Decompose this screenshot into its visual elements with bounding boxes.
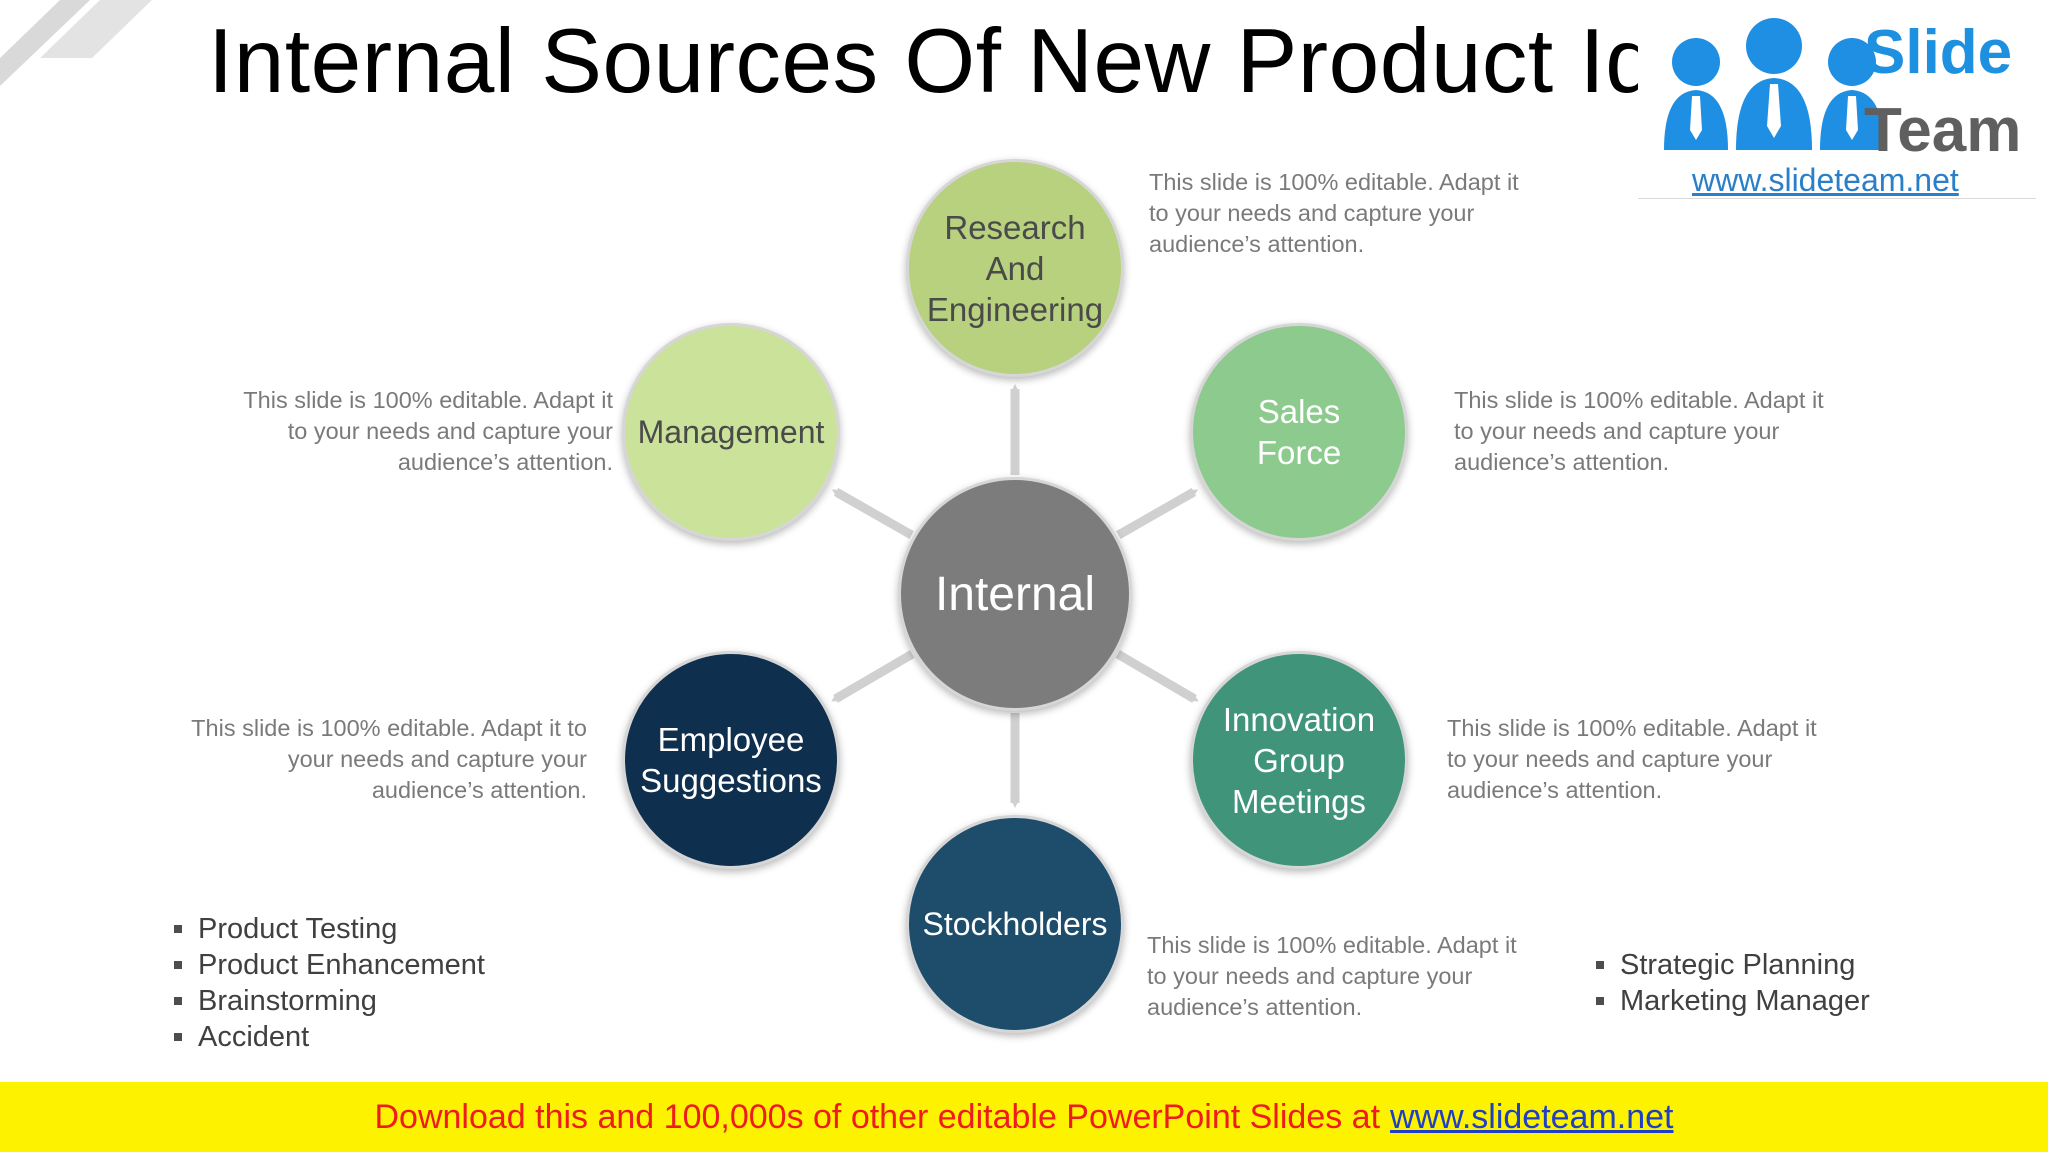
connector-arrows: [831, 384, 1199, 808]
bullet-item: Marketing Manager: [1592, 983, 1870, 1019]
node-label-management: Management: [637, 413, 825, 450]
arrow-to-employee: [831, 650, 915, 703]
logo-url-link[interactable]: www.slideteam.net: [1692, 162, 1959, 198]
slideteam-logo: Slide Team www.slideteam.net: [1638, 0, 2036, 199]
node-label-stockholders: Stockholders: [922, 905, 1108, 942]
description-management: This slide is 100% editable. Adapt it to…: [243, 387, 613, 475]
node-label-innovation: Innovation Group Meetings: [1222, 700, 1376, 820]
logo-word-slide: Slide: [1864, 18, 2013, 87]
description-innovation: This slide is 100% editable. Adapt it to…: [1447, 715, 1817, 803]
bullet-list-right: Strategic Planning Marketing Manager: [1592, 947, 1870, 1019]
corner-stripes-decoration: [0, 0, 152, 86]
logo-word-team: Team: [1864, 96, 2022, 165]
bullet-item: Product Testing: [170, 911, 485, 947]
node-label-research: Research And Engineering: [926, 208, 1104, 328]
center-node: Internal: [898, 477, 1132, 711]
description-sales-force: This slide is 100% editable. Adapt it to…: [1454, 387, 1824, 475]
bullet-item: Accident: [170, 1019, 485, 1055]
node-sales-force: Sales Force: [1190, 323, 1408, 541]
node-management: Management: [622, 323, 840, 541]
description-employee-suggestions: This slide is 100% editable. Adapt it to…: [191, 715, 587, 803]
description-research: This slide is 100% editable. Adapt it to…: [1149, 169, 1519, 257]
bullet-item: Product Enhancement: [170, 947, 485, 983]
center-node-label: Internal: [934, 567, 1096, 621]
node-stockholders: Stockholders: [906, 815, 1124, 1033]
node-label-employee-suggestions: Employee Suggestions: [640, 721, 822, 799]
description-stockholders: This slide is 100% editable. Adapt it to…: [1147, 932, 1517, 1020]
node-innovation: Innovation Group Meetings: [1190, 651, 1408, 869]
download-banner: Download this and 100,000s of other edit…: [0, 1082, 2048, 1152]
node-employee-suggestions: Employee Suggestions: [622, 651, 840, 869]
bullet-item: Strategic Planning: [1592, 947, 1870, 983]
banner-link[interactable]: www.slideteam.net: [1390, 1097, 1674, 1136]
people-group-icon: [1664, 18, 1884, 150]
bullet-list-left: Product Testing Product Enhancement Brai…: [170, 911, 485, 1055]
node-label-sales-force: Sales Force: [1256, 393, 1342, 471]
page-title: Internal Sources Of New Product Ideas: [208, 11, 1805, 112]
arrow-to-sales: [1116, 488, 1199, 539]
bullet-item: Brainstorming: [170, 983, 485, 1019]
arrow-to-management: [831, 488, 914, 539]
arrow-to-innovation: [1115, 650, 1199, 703]
banner-text: Download this and 100,000s of other edit…: [374, 1097, 1381, 1136]
node-research: Research And Engineering: [906, 159, 1124, 377]
